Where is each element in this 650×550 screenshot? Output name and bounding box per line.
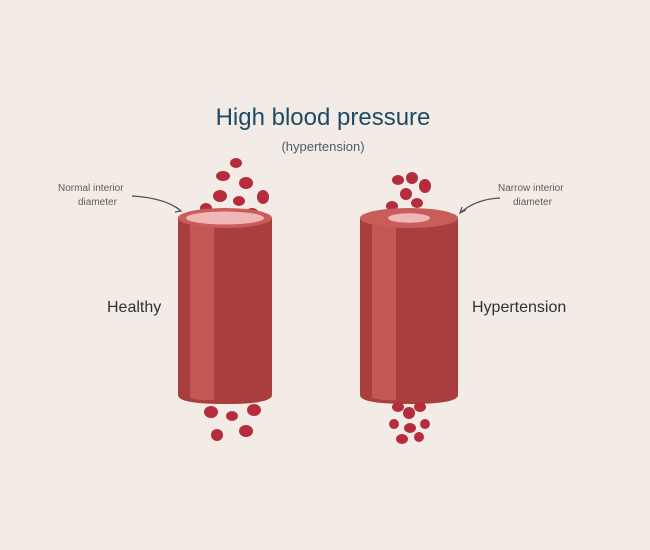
blood-cell	[204, 406, 218, 418]
blood-cell	[230, 158, 242, 168]
blood-cell	[233, 196, 245, 206]
blood-cell	[406, 172, 418, 184]
hypertension-vessel-cells-bottom	[389, 402, 430, 444]
blood-cell	[420, 419, 430, 429]
blood-cell	[400, 188, 412, 200]
right-annotation: Narrow interior diameter	[458, 183, 564, 215]
healthy-vessel-highlight	[190, 222, 214, 401]
blood-cell	[392, 175, 404, 185]
blood-cell	[216, 171, 230, 181]
blood-cell	[247, 404, 261, 416]
right-annotation-line-2: diameter	[513, 197, 553, 208]
blood-cell	[226, 411, 238, 421]
healthy-label: Healthy	[107, 299, 161, 316]
left-annotation: Normal interior diameter	[58, 183, 183, 213]
blood-cell	[392, 402, 404, 412]
blood-cell	[396, 434, 408, 444]
hypertension-vessel-lumen	[388, 213, 430, 223]
left-annotation-line-1: Normal interior	[58, 183, 124, 194]
healthy-vessel-cells-bottom	[204, 404, 261, 441]
healthy-vessel	[178, 208, 272, 404]
blood-cell	[404, 423, 416, 433]
page-title: High blood pressure	[216, 104, 431, 131]
blood-cell	[414, 432, 424, 442]
right-annotation-arrow	[459, 197, 501, 214]
blood-cell	[414, 402, 426, 412]
page-subtitle: (hypertension)	[281, 139, 364, 154]
hypertension-vessel-group	[360, 172, 458, 444]
left-annotation-arrowhead-icon	[174, 206, 183, 213]
right-annotation-arrowhead-icon	[458, 206, 467, 215]
healthy-vessel-lumen	[186, 211, 264, 225]
hypertension-label: Hypertension	[472, 299, 566, 316]
blood-cell	[389, 419, 399, 429]
blood-cell	[411, 198, 423, 208]
blood-cell	[211, 429, 223, 441]
blood-cell	[239, 177, 253, 189]
blood-cell	[257, 190, 269, 204]
blood-cell	[419, 179, 431, 193]
blood-cell	[239, 425, 253, 437]
blood-cell	[213, 190, 227, 202]
blood-cell	[403, 407, 415, 419]
right-annotation-line-1: Narrow interior	[498, 183, 564, 194]
hypertension-vessel-highlight	[372, 222, 396, 401]
healthy-vessel-group	[178, 158, 272, 441]
hypertension-vessel	[360, 208, 458, 404]
left-annotation-line-2: diameter	[78, 197, 118, 208]
